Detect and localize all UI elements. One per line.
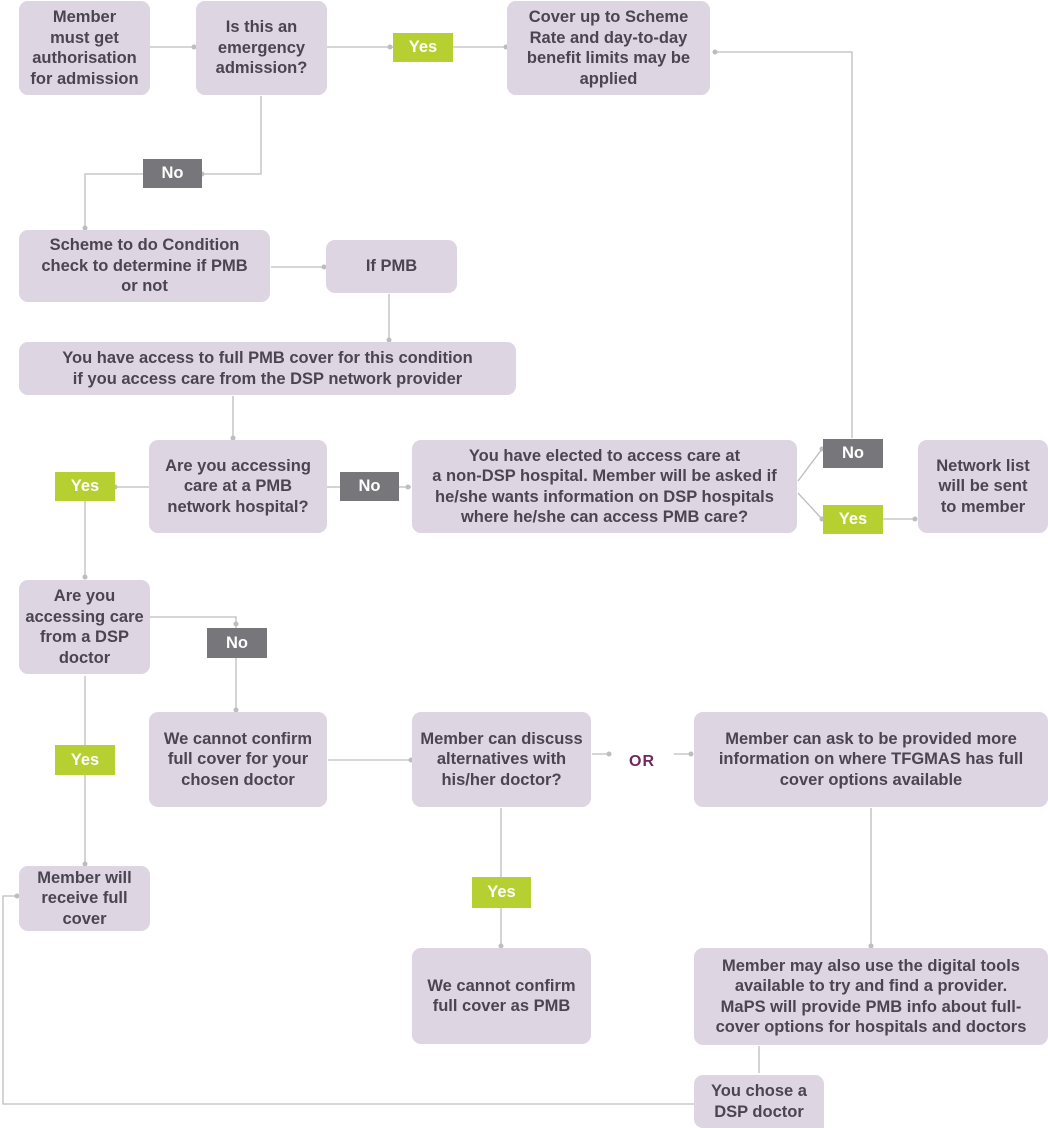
connector-chose-dsp-to-full-cover <box>2 895 694 1105</box>
connector-emergency-to-no <box>202 96 262 175</box>
if-pmb-box: If PMB <box>326 240 457 293</box>
yes-tag-pmb-hospital: Yes <box>55 472 115 501</box>
network-list-box: Network list will be sent to member <box>918 440 1048 533</box>
member-authorisation-box: Member must get authorisation for admiss… <box>19 1 150 95</box>
scheme-rate-cover-box: Cover up to Scheme Rate and day-to-day b… <box>507 1 710 95</box>
non-dsp-election-box: You have elected to access care at a non… <box>412 440 797 533</box>
no-tag-dsp-doctor: No <box>207 628 267 658</box>
no-tag-info: No <box>823 439 883 468</box>
emergency-question-box: Is this an emergency admission? <box>196 1 327 95</box>
condition-check-box: Scheme to do Condition check to determin… <box>19 230 270 302</box>
or-label: OR <box>629 753 655 770</box>
dsp-doctor-question-box: Are you accessing care from a DSP doctor <box>19 580 150 674</box>
connector-no-to-scheme-rate <box>713 51 853 438</box>
discuss-alternatives-box: Member can discuss alternatives with his… <box>412 712 591 807</box>
cannot-confirm-pmb-box: We cannot confirm full cover as PMB <box>412 948 591 1044</box>
pmb-network-question-box: Are you accessing care at a PMB network … <box>149 440 327 533</box>
connector-no-to-condition-check <box>84 173 143 228</box>
connector-nondsp-to-yes <box>797 492 823 520</box>
full-pmb-access-box: You have access to full PMB cover for th… <box>19 342 516 395</box>
digital-tools-box: Member may also use the digital tools av… <box>694 948 1048 1045</box>
yes-tag-info: Yes <box>823 505 883 534</box>
no-tag-emergency: No <box>143 159 202 188</box>
chose-dsp-doctor-box: You chose a DSP doctor <box>694 1075 824 1128</box>
full-cover-box: Member will receive full cover <box>19 866 150 931</box>
cannot-confirm-doctor-box: We cannot confirm full cover for your ch… <box>149 712 327 807</box>
connector-dsp-question-to-no <box>150 616 237 628</box>
yes-tag-discuss: Yes <box>472 877 531 908</box>
more-information-box: Member can ask to be provided more infor… <box>694 712 1048 807</box>
connector-nondsp-to-no <box>797 448 823 482</box>
yes-tag-dsp-doctor: Yes <box>55 745 115 775</box>
no-tag-pmb-hospital: No <box>340 472 399 501</box>
yes-tag-emergency: Yes <box>393 33 453 62</box>
